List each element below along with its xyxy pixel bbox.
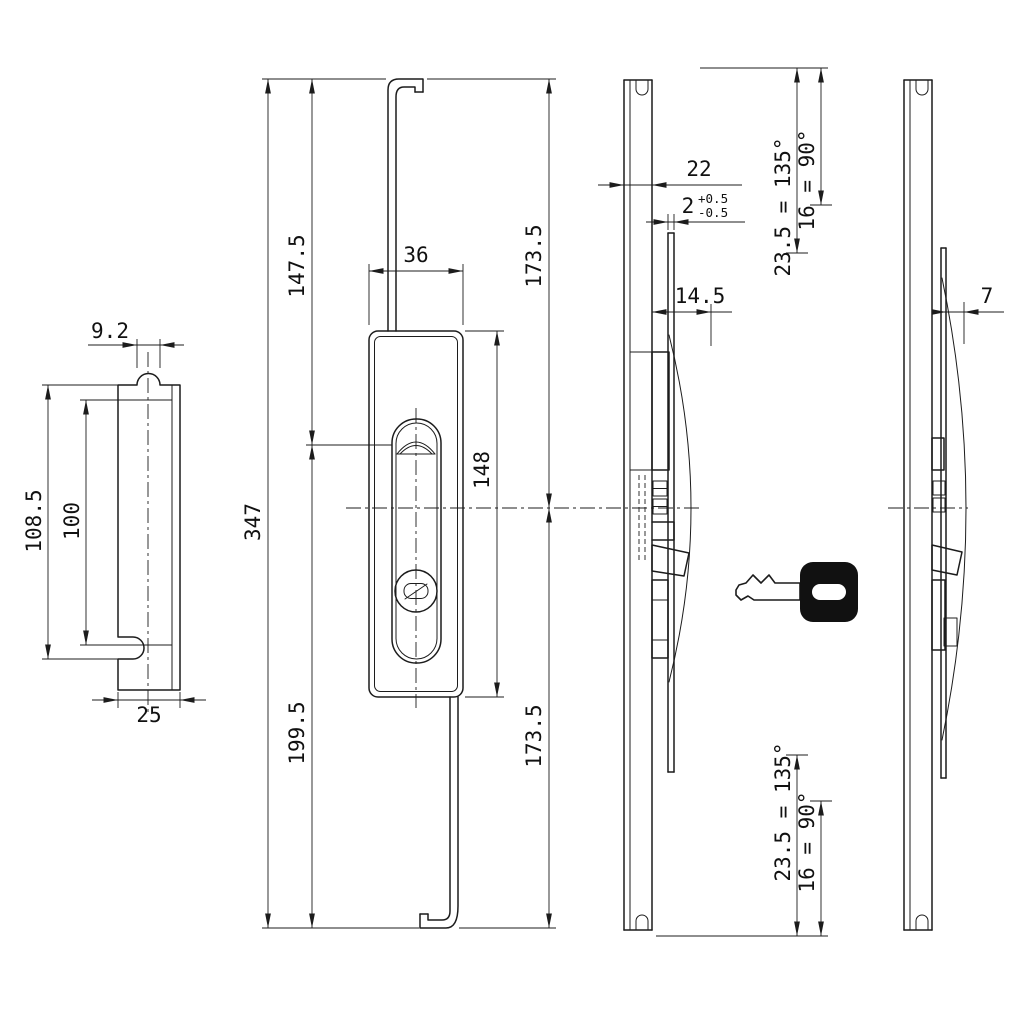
profile-dimensions: 9.2 108.5 100 25	[22, 319, 206, 727]
dim-overall-length: 347	[241, 503, 265, 541]
side-mechanism	[629, 351, 690, 659]
dim-inner-height: 100	[60, 502, 84, 540]
side-dimensions: 22 2 +0.5 -0.5 14.5 23.5 = 135° 16 = 90°…	[598, 67, 832, 937]
dim-stroke-bottom-short: 16 = 90°	[795, 791, 819, 892]
side-view	[606, 79, 700, 931]
rear-cover-curve	[941, 277, 967, 741]
key-head-slot	[812, 584, 846, 600]
front-dimensions: 36 347 147.5 199.5 173.5 173.5 148	[241, 78, 556, 929]
dim-centerline-to-bottom: 173.5	[522, 704, 546, 767]
handle-recess-inner	[395, 422, 438, 660]
dim-overall-width: 25	[136, 703, 161, 727]
rear-top-bump	[915, 79, 929, 96]
lock-case-inner	[374, 336, 458, 692]
dim-strip-tolerance-plus: +0.5	[698, 191, 728, 206]
dim-stroke-top-short: 16 = 90°	[795, 129, 819, 230]
dim-stroke-top-long: 23.5 = 135°	[771, 137, 795, 276]
dim-bump-width: 9.2	[91, 319, 129, 343]
rear-mechanism	[931, 437, 963, 651]
dim-case-width: 36	[403, 243, 428, 267]
dim-strip-tolerance-minus: -0.5	[698, 205, 728, 220]
dim-case-depth: 14.5	[675, 284, 726, 308]
dim-top-rod-length: 147.5	[285, 234, 309, 297]
dim-stroke-bottom-long: 23.5 = 135°	[771, 742, 795, 881]
profile-view	[117, 352, 181, 714]
dim-bottom-rod-length: 199.5	[285, 701, 309, 764]
rear-bottom-bump	[915, 914, 929, 931]
side-bottom-bump	[635, 914, 649, 931]
rear-view	[888, 79, 968, 931]
top-rod-outer	[387, 78, 424, 332]
handle-recess-outline	[391, 418, 442, 664]
dim-outer-height: 108.5	[22, 489, 46, 552]
key-illustration	[735, 562, 858, 622]
dim-case-height: 148	[470, 451, 494, 489]
rear-dimensions: 7	[931, 284, 1004, 344]
cover-curve	[668, 334, 692, 683]
side-top-bump	[635, 79, 649, 96]
dim-strip-thickness: 2	[682, 194, 695, 218]
dim-top-to-centerline: 173.5	[522, 224, 546, 287]
dim-rail-depth: 22	[686, 157, 711, 181]
key-blade	[735, 574, 801, 601]
profile-outline	[117, 372, 181, 691]
front-view	[346, 78, 612, 929]
bottom-rod-outer	[419, 696, 459, 929]
top-rod-inner	[395, 86, 416, 332]
bottom-rod-inner	[427, 696, 451, 921]
dim-cover-offset: 7	[981, 284, 994, 308]
